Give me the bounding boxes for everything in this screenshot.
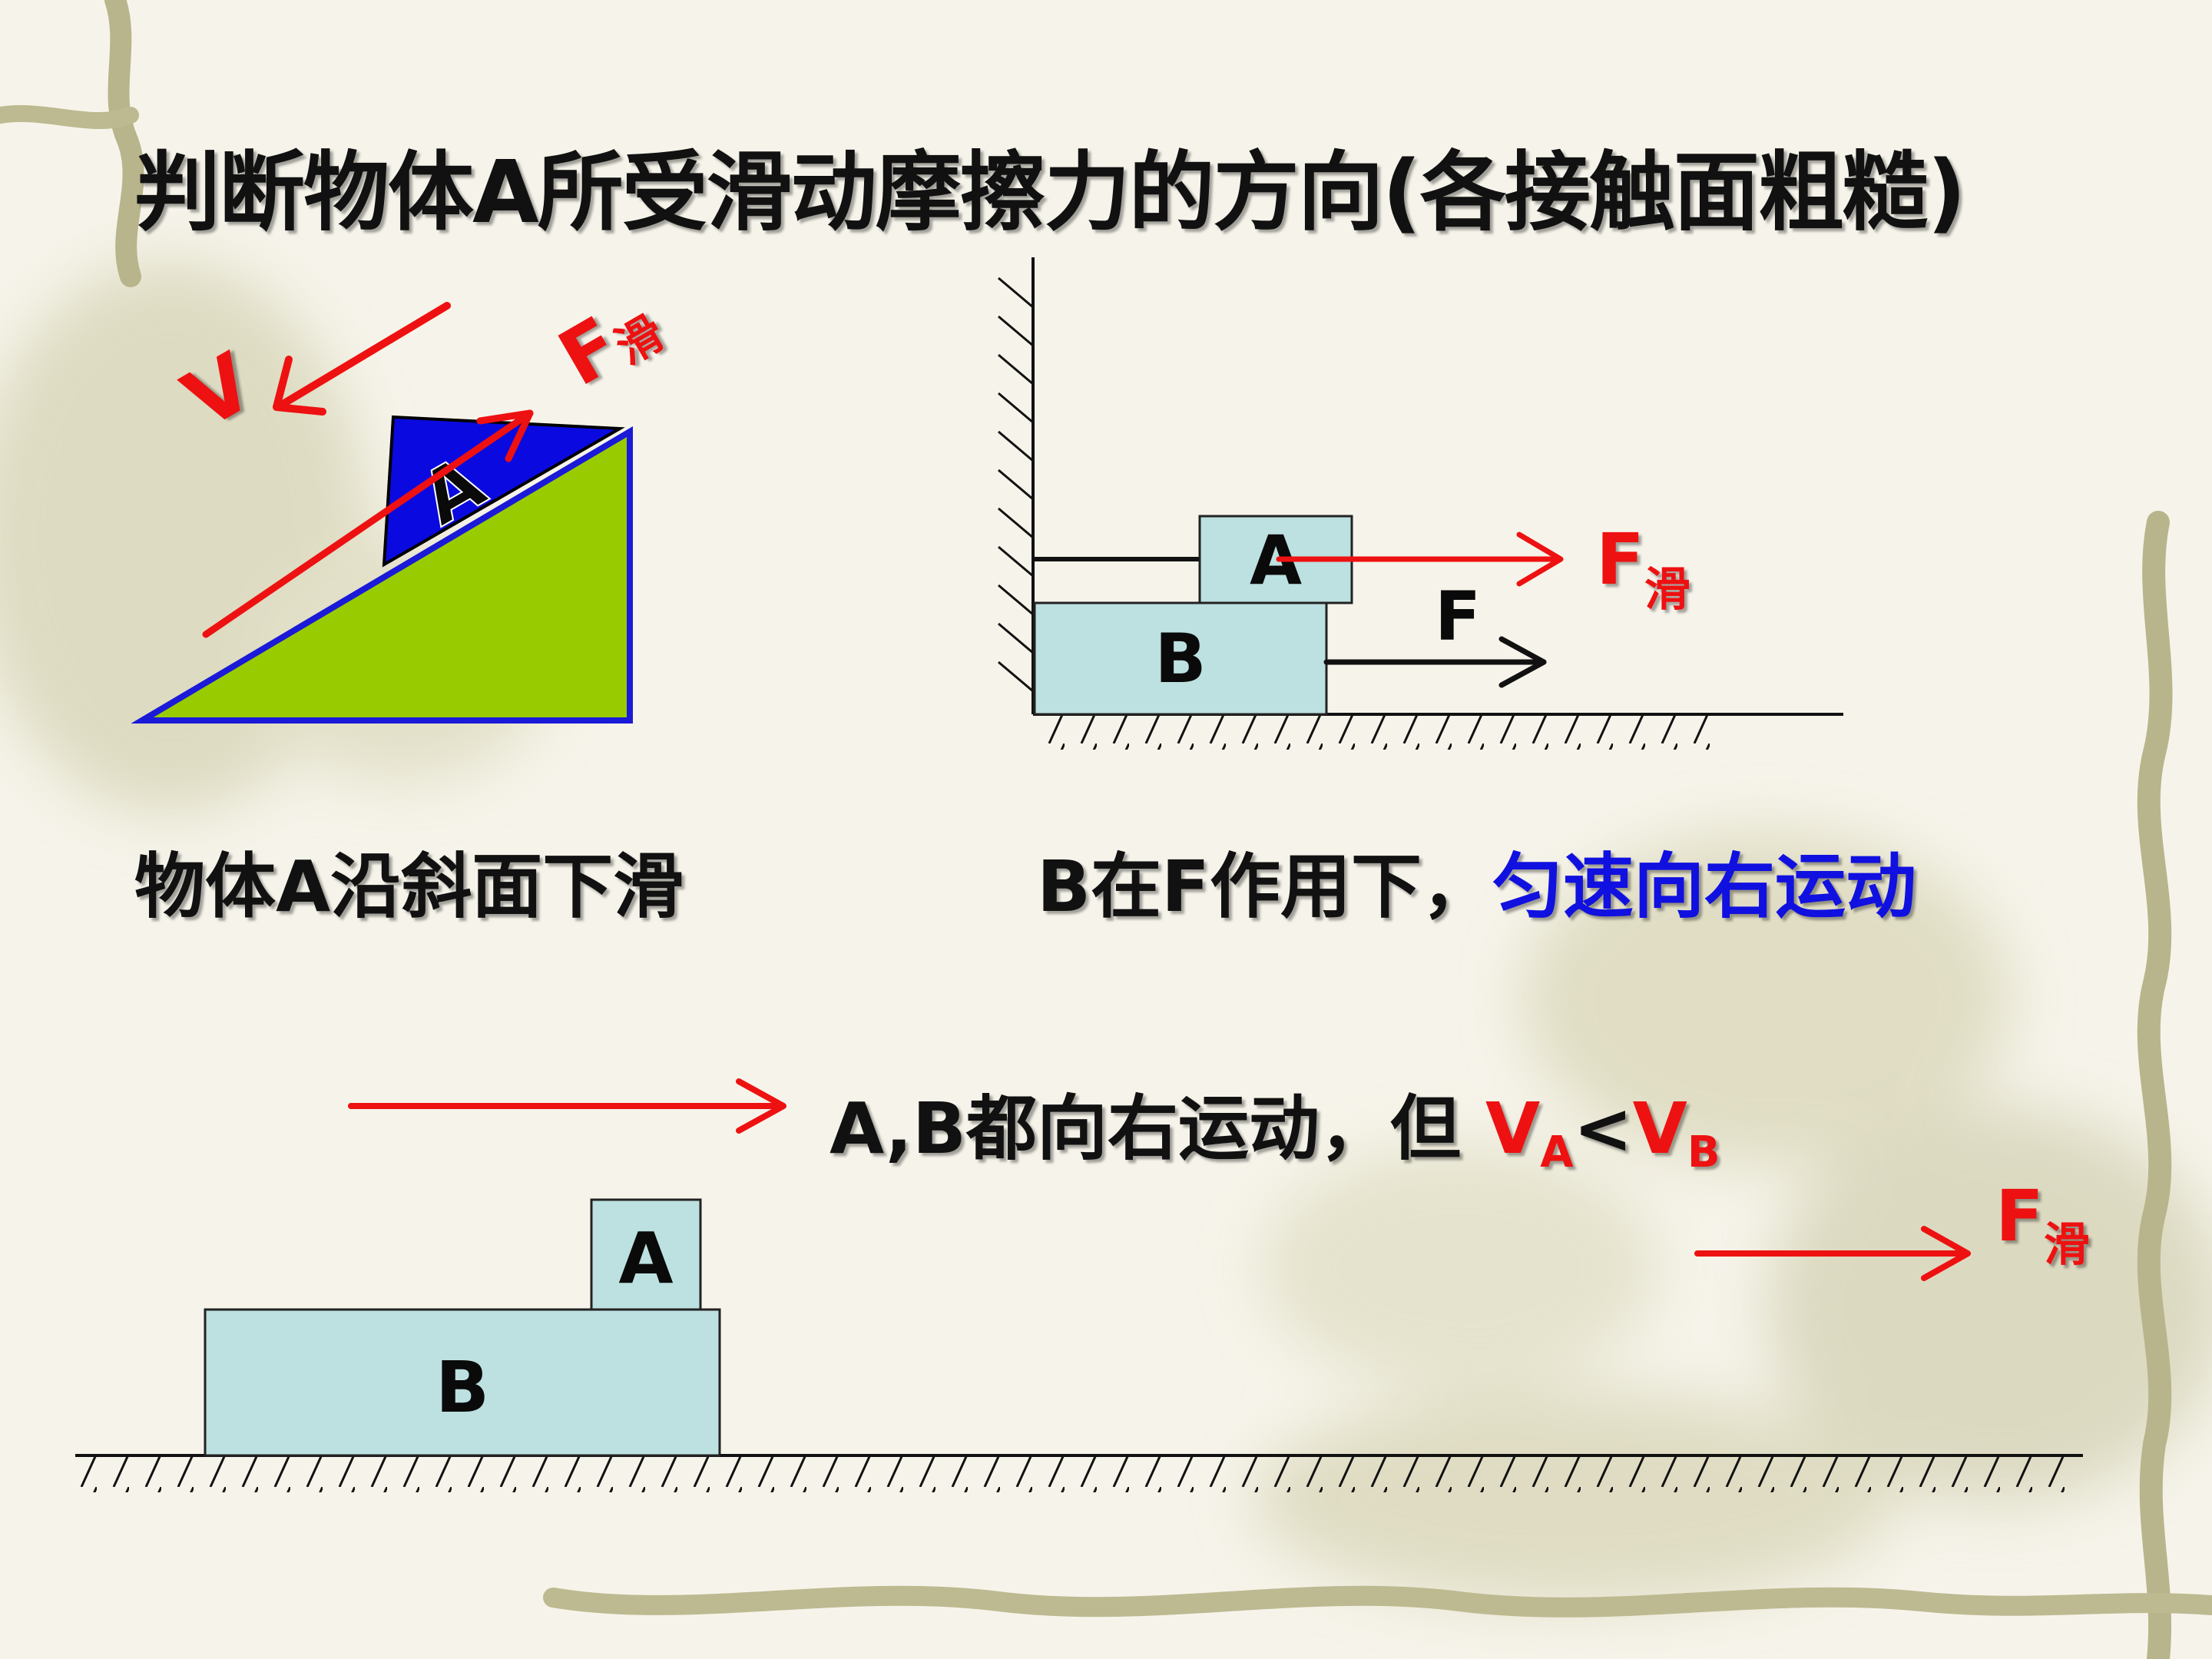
bottom-long-arrow — [348, 1078, 786, 1134]
incline-friction-arrow — [202, 409, 534, 638]
wall-caption: B在F作用下，匀速向右运动 — [1037, 830, 1916, 932]
bottom-vb-sub: B — [1687, 1128, 1720, 1177]
incline-caption: 物体A沿斜面下滑 — [134, 846, 684, 928]
bottom-block-a — [590, 1198, 702, 1311]
bottom-vb-main: V — [1632, 1088, 1687, 1170]
page-title: 判断物体A所受滑动摩擦力的方向(各接触面粗糙) — [134, 143, 1966, 243]
wall-f-slide-sub: 滑 — [1644, 563, 1690, 617]
bottom-less-than: < — [1573, 1088, 1633, 1170]
wall-applied-force-arrow — [1323, 636, 1547, 688]
incline-wedge — [131, 426, 633, 724]
incline-f-label: F滑 — [545, 276, 675, 403]
bottom-floor-hatching — [75, 1457, 2072, 1492]
wall-block-a — [1198, 515, 1353, 604]
bottom-block-b — [204, 1308, 721, 1457]
bottom-va-main: V — [1485, 1088, 1541, 1170]
bottom-scene: B A F滑 — [75, 1078, 2090, 1492]
wall-friction-arrow — [1276, 531, 1564, 587]
wall-f-slide-main: F — [1596, 518, 1644, 601]
incline-scene: A V F滑 — [131, 276, 675, 724]
wall-block-b-label: B — [1154, 619, 1206, 698]
bottom-f-slide-sub: 滑 — [2044, 1218, 2090, 1272]
incline-velocity-arrow — [273, 302, 451, 416]
wall-caption-black: B在F作用下， — [1037, 846, 1492, 928]
wall-floor-hatching — [1033, 716, 1724, 750]
wall-f-slide-label: F滑 — [1596, 518, 1690, 617]
bottom-caption: A,B都向右运动，但 VA<VB — [830, 1071, 1720, 1177]
bottom-f-slide-label: F滑 — [1995, 1175, 2090, 1272]
incline-block-a — [382, 415, 625, 568]
bottom-va-sub: A — [1540, 1128, 1574, 1177]
bottom-vb: VB — [1632, 1088, 1720, 1177]
wall-f-label: F — [1435, 577, 1481, 656]
wall-hatching — [998, 276, 1034, 693]
bottom-friction-arrow — [1694, 1226, 1971, 1281]
bottom-f-slide-main: F — [1995, 1175, 2044, 1257]
wall-scene: B A F滑 F — [998, 257, 1843, 750]
bottom-caption-prefix: A,B都向右运动，但 — [830, 1088, 1486, 1170]
bottom-block-b-label: B — [435, 1346, 489, 1429]
bottom-block-a-label: A — [618, 1217, 673, 1300]
bottom-va: VA — [1485, 1088, 1574, 1177]
incline-v-label: V — [168, 335, 269, 447]
wall-block-b — [1033, 601, 1328, 716]
wall-caption-blue: 匀速向右运动 — [1492, 846, 1916, 928]
